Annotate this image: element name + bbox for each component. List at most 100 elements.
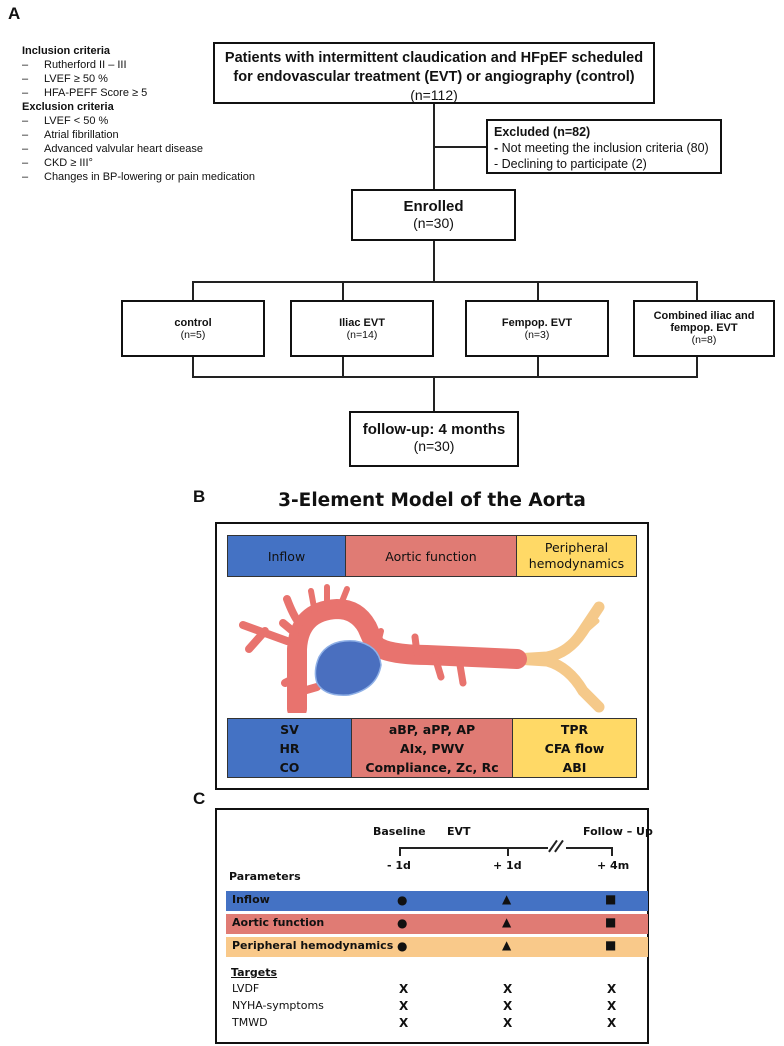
panel-b-letter: B [193,487,206,506]
connector-line [433,146,487,148]
connector-line [433,376,435,412]
row-aortic-function: Aortic function [226,914,648,934]
row-label: Peripheral hemodynamics [232,939,394,952]
header-peripheral: Peripheral hemodynamics [516,535,637,577]
exclusion-item: –Advanced valvular heart disease [22,143,203,155]
screening-box: Patients with intermittent claudication … [213,42,655,104]
inclusion-item: –LVEF ≥ 50 % [22,73,108,85]
circle-marker: ● [397,916,408,930]
target-mark: X [607,1016,617,1030]
triangle-marker: ▲ [502,938,512,952]
group-count: (n=8) [691,334,717,346]
panel-c-letter: C [193,789,206,808]
connector-line [192,376,698,378]
group-box-control: control (n=5) [121,300,265,357]
row-label: Aortic function [232,916,325,929]
connector-line [342,281,344,301]
connector-line [696,356,698,378]
parameters-label: Parameters [229,870,301,883]
criteria-list: Inclusion criteria –Rutherford II – III … [22,44,302,184]
timeline-axis [399,847,613,849]
connector-line [696,281,698,301]
enrolled-box: Enrolled (n=30) [351,189,516,241]
circle-marker: ● [397,939,408,953]
timeline-tick [507,847,509,856]
excluded-reason-2: - Declining to participate (2) [494,157,647,171]
target-mark: X [399,982,409,996]
connector-line [192,356,194,378]
connector-line [192,281,194,301]
screening-title-line1: Patients with intermittent claudication … [224,50,644,66]
targets-label: Targets [231,966,278,979]
inclusion-title: Inclusion criteria [22,45,111,57]
param-text: AIx, PWV [399,740,465,756]
group-label: control [174,317,212,329]
screening-title-line2: for endovascular treatment (EVT) or angi… [233,69,635,85]
group-label: Fempop. EVT [501,317,573,329]
square-marker: ■ [605,892,617,906]
circle-marker: ● [397,893,408,907]
row-peripheral: Peripheral hemodynamics [226,937,648,957]
params-peripheral: TPR CFA flow ABI [512,718,637,778]
param-text: HR [279,740,300,756]
exclusion-item: –Atrial fibrillation [22,129,119,141]
target-mark: X [607,999,617,1013]
timeline-tick [611,847,613,856]
timepoint-label: + 1d [493,859,522,872]
header-label: Aortic function [385,548,477,564]
connector-line [192,281,698,283]
timeline-tick [399,847,401,856]
label-evt: EVT [447,825,471,838]
triangle-marker: ▲ [502,892,512,906]
label-baseline: Baseline [373,825,426,838]
group-label: Iliac EVT [339,317,385,329]
group-label: fempop. EVT [670,322,738,334]
timepoint-label: + 4m [597,859,630,872]
exclusion-item: –CKD ≥ III° [22,157,93,169]
target-label: LVDF [232,982,260,995]
header-label: hemodynamics [528,556,625,571]
exclusion-title: Exclusion criteria [22,101,114,113]
header-label: Inflow [267,548,306,564]
followup-count: (n=30) [413,438,455,454]
panel-a-letter: A [8,4,21,23]
connector-line [342,356,344,378]
row-inflow: Inflow [226,891,648,911]
header-inflow: Inflow [227,535,346,577]
aorta-model-frame [215,522,649,790]
excluded-box: Excluded (n=82) - Not meeting the inclus… [486,119,722,174]
timepoint-label: - 1d [387,859,411,872]
params-inflow: SV HR CO [227,718,352,778]
target-label: TMWD [232,1016,268,1029]
square-marker: ■ [605,915,617,929]
target-mark: X [399,1016,409,1030]
aorta [239,584,527,713]
group-box-iliac: Iliac EVT (n=14) [290,300,434,357]
param-text: CFA flow [544,740,605,756]
row-label: Inflow [232,893,270,906]
excluded-title: Excluded (n=82) [494,125,591,139]
enrolled-count: (n=30) [413,215,454,231]
followup-title: follow-up: 4 months [362,421,506,438]
target-mark: X [503,999,513,1013]
peripheral-arteries [509,601,605,713]
param-text: Compliance, Zc, Rc [365,759,499,775]
connector-line [537,356,539,378]
square-marker: ■ [605,938,617,952]
timeline-frame [215,808,649,1044]
followup-box: follow-up: 4 months (n=30) [349,411,519,467]
param-text: CO [279,759,300,775]
target-label: NYHA-symptoms [232,999,324,1012]
group-box-fempop: Fempop. EVT (n=3) [465,300,609,357]
group-count: (n=5) [180,329,206,341]
target-mark: X [607,982,617,996]
screening-count: (n=112) [410,87,458,103]
connector-line [433,240,435,282]
param-text: SV [280,721,299,737]
group-count: (n=3) [524,329,550,341]
params-aortic: aBP, aPP, AP AIx, PWV Compliance, Zc, Rc [351,718,513,778]
param-text: ABI [562,759,587,775]
exclusion-item: –Changes in BP-lowering or pain medicati… [22,171,255,183]
inclusion-item: –Rutherford II – III [22,59,127,71]
group-box-combined: Combined iliac and fempop. EVT (n=8) [633,300,775,357]
